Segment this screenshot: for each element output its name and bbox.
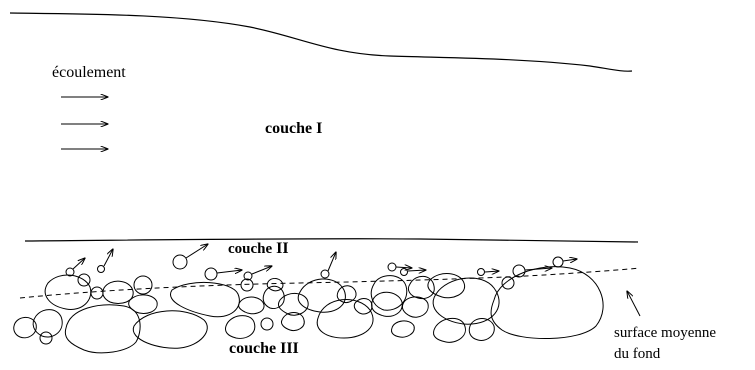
bed-particle — [13, 317, 37, 339]
moving-grain — [387, 262, 397, 272]
bed-particle — [102, 280, 134, 305]
bed-particle — [64, 304, 141, 354]
moving-grain — [97, 265, 105, 273]
bed-particle — [132, 310, 208, 349]
bed-particle — [371, 291, 403, 317]
grain-motion-arrow — [524, 268, 552, 270]
bed-particle — [501, 276, 515, 290]
layer-1-label: couche I — [265, 120, 323, 137]
bed-particle — [407, 275, 435, 299]
bed-particle — [133, 275, 153, 295]
layer-3-label: couche III — [229, 340, 299, 357]
grain-motion-arrow — [407, 270, 426, 271]
bed-particle — [468, 318, 495, 341]
moving-grain — [320, 269, 330, 279]
layer-2-word: couche — [228, 241, 273, 257]
grain-motion-arrow — [484, 271, 499, 272]
mean-surface-label-line2: du fond — [614, 346, 661, 362]
moving-grain — [477, 268, 485, 276]
bed-particle — [281, 312, 305, 331]
flow-label: écoulement — [52, 64, 126, 81]
mean-bed-surface-line — [19, 267, 641, 299]
grain-motion-arrow — [72, 258, 85, 270]
moving-grain — [552, 256, 564, 268]
bed-particle — [427, 273, 466, 299]
bed-particle — [297, 278, 346, 313]
bed-particle — [39, 331, 53, 345]
grain-motion-arrow — [395, 267, 412, 268]
bed-particle — [32, 309, 63, 338]
bed-particle — [353, 298, 373, 315]
bed-particle — [240, 278, 254, 292]
bed-particle — [128, 294, 158, 315]
bed-particle — [433, 317, 466, 343]
moving-grain — [512, 264, 526, 278]
saltating-grains — [65, 244, 577, 281]
grain-motion-arrow — [185, 244, 208, 259]
mean-surface-label-line1: surface moyenne — [614, 325, 717, 341]
moving-grain — [172, 254, 188, 270]
bed-particle — [432, 277, 500, 325]
bed-particle — [316, 299, 374, 339]
bed-particle — [266, 277, 284, 292]
grain-motion-arrow — [327, 252, 336, 272]
bed-particle — [238, 296, 265, 315]
grain-motion-arrow — [562, 259, 577, 261]
grain-motion-arrow — [103, 249, 113, 267]
moving-grain — [65, 267, 75, 277]
bed-particle — [225, 315, 256, 339]
bed-particle — [370, 275, 408, 311]
moving-grain — [243, 271, 253, 281]
bed-particle — [490, 266, 604, 340]
bed-particle — [336, 285, 357, 303]
layer-boundary-line — [24, 238, 639, 243]
bed-particle — [277, 293, 309, 316]
grain-motion-arrow — [251, 266, 272, 275]
bed-particle — [77, 273, 91, 287]
bed-particle — [262, 285, 285, 309]
bed-particle — [170, 281, 240, 318]
bed-particle — [44, 274, 92, 310]
bed-particle — [260, 317, 274, 331]
bed-particle — [391, 320, 415, 338]
layer-2-label: couche II — [228, 241, 289, 257]
grain-motion-arrow — [216, 270, 242, 273]
bed-particle — [401, 296, 429, 318]
bed-particles — [13, 266, 604, 354]
moving-grain — [204, 267, 218, 281]
moving-grain — [400, 268, 408, 276]
layer-2-numeral: II — [276, 240, 289, 257]
free-surface-line — [9, 12, 633, 72]
mean-surface-pointer — [627, 291, 641, 317]
bed-particle — [90, 286, 104, 300]
